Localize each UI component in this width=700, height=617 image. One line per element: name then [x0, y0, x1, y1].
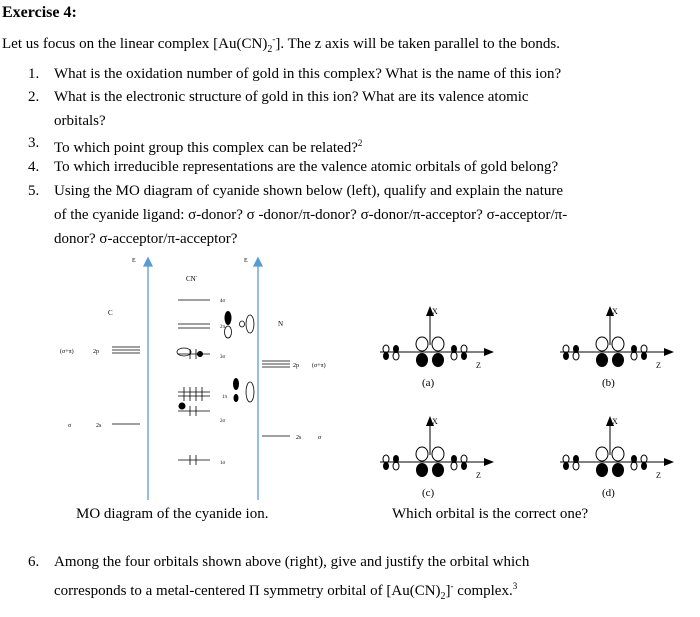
orbital-a: X Z	[380, 306, 494, 370]
orbital-d	[559, 415, 675, 481]
svg-text:1σ: 1σ	[220, 461, 226, 466]
exercise-title: Exercise 4:	[2, 4, 77, 21]
mo-diagram: E E CN- C N (σ+π) 2p σ 2s 2p (σ+π) 2s σ …	[60, 256, 326, 500]
svg-text:(c): (c)	[422, 487, 435, 499]
svg-text:2π: 2π	[220, 325, 226, 330]
svg-text:2p: 2p	[293, 363, 299, 369]
svg-text:Z: Z	[476, 361, 481, 370]
orbital-options-caption: Which orbital is the correct one?	[392, 506, 589, 522]
svg-text:3σ: 3σ	[220, 355, 226, 360]
left-atom-label: C	[108, 309, 113, 317]
orbital-options: X Z (a) (b) (c) (d)	[379, 305, 675, 499]
svg-text:(a): (a)	[422, 377, 435, 389]
svg-text:2s: 2s	[96, 423, 102, 429]
axis-label-left: E	[132, 258, 136, 264]
axis-label-right: E	[244, 258, 248, 264]
mo-diagram-caption: MO diagram of the cyanide ion.	[76, 506, 269, 522]
orbital-b	[559, 305, 675, 371]
svg-text:X: X	[432, 307, 438, 316]
molecule-label: CN-	[186, 275, 198, 283]
svg-text:1π: 1π	[222, 395, 228, 400]
svg-text:4σ: 4σ	[220, 299, 226, 304]
svg-text:(σ+π): (σ+π)	[60, 348, 74, 355]
exercise-intro: Let us focus on the linear complex [Au(C…	[2, 34, 560, 55]
svg-text:σ: σ	[68, 423, 72, 429]
svg-text:2σ: 2σ	[220, 419, 226, 424]
orbital-c	[379, 415, 495, 481]
right-atom-label: N	[278, 320, 283, 328]
svg-text:(b): (b)	[602, 377, 615, 389]
svg-text:2s: 2s	[296, 435, 302, 441]
svg-text:2p: 2p	[93, 349, 99, 355]
svg-text:(σ+π): (σ+π)	[312, 362, 326, 369]
svg-text:σ: σ	[318, 435, 322, 441]
svg-text:(d): (d)	[602, 487, 615, 499]
